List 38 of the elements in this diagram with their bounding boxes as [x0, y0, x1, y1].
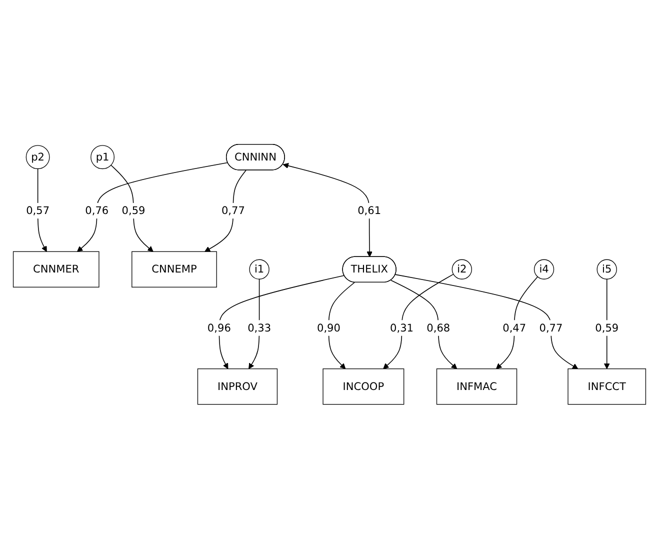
edge-label: 0,90 — [316, 321, 340, 334]
edge-label: 0,96 — [207, 321, 231, 334]
arrow — [282, 162, 372, 257]
node-box: INFCCT — [568, 368, 646, 404]
node-circle: i4 — [534, 258, 554, 280]
node-box: INPROV — [197, 368, 278, 404]
edge-label: 0,33 — [248, 321, 272, 334]
arrow — [248, 278, 260, 369]
arrow — [204, 170, 246, 252]
edge-label: 0,57 — [26, 204, 50, 216]
edge-label: 0,59 — [595, 321, 619, 334]
edge-label: 0,59 — [122, 204, 146, 216]
node-circle: i5 — [596, 258, 617, 280]
node-box: INCOOP — [322, 368, 404, 404]
arrow — [496, 276, 538, 369]
edge-label: 0,47 — [502, 321, 526, 334]
edge-label: 0,77 — [539, 321, 563, 334]
node-box: CNNMER — [12, 250, 100, 288]
arrow — [218, 274, 345, 369]
arrow — [395, 274, 578, 369]
node-circle: p2 — [26, 144, 50, 169]
node-circle: i1 — [249, 258, 270, 280]
node-box: INFMAC — [436, 368, 518, 404]
arrow — [77, 162, 228, 252]
edge-label: 0,76 — [85, 204, 109, 216]
arrow — [383, 274, 454, 369]
edge-label: 0,68 — [426, 321, 450, 334]
edge-label: 0,77 — [221, 204, 245, 216]
node-box: CNNEMP — [132, 250, 217, 288]
edge-label: 0,61 — [358, 204, 382, 216]
arrow — [110, 164, 154, 252]
node-circle: p1 — [90, 144, 114, 169]
arrow — [604, 278, 610, 369]
arrow — [390, 280, 458, 369]
arrow — [328, 282, 355, 369]
node-circle: i2 — [452, 258, 472, 280]
arrow — [37, 168, 47, 252]
edge-label: 0,31 — [390, 321, 414, 334]
